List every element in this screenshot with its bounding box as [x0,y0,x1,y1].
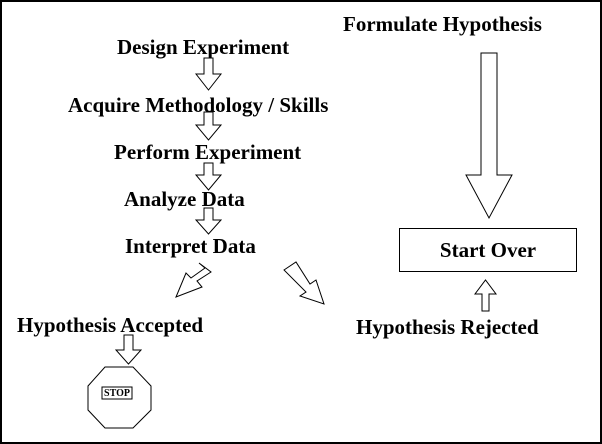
arrow-interpret-to-rejected [283,261,325,305]
arrow-accepted-to-stop [114,334,143,365]
formulate-hypothesis-label: Formulate Hypothesis [343,12,542,36]
arrow-design-to-acquire [194,57,223,91]
start-over-label: Start Over [439,237,537,262]
hypothesis-rejected-label: Hypothesis Rejected [356,315,539,339]
interpret-data-label: Interpret Data [125,234,256,258]
start-over-box: Start Over [399,228,577,272]
arrow-acquire-to-perform [194,111,223,141]
hypothesis-accepted-label: Hypothesis Accepted [17,313,204,337]
analyze-data-label: Analyze Data [124,187,245,211]
perform-experiment-label: Perform Experiment [114,140,302,164]
arrow-rejected-to-start-over [474,279,497,312]
arrow-analyze-to-interpret [194,207,223,235]
stop-label: STOP [104,387,130,399]
arrow-formulate-to-start-over [465,52,513,220]
stop-label-box [101,386,133,400]
arrow-perform-to-analyze [194,162,223,191]
acquire-methodology-label: Acquire Methodology / Skills [68,93,329,117]
arrow-interpret-to-accepted [175,262,212,298]
design-experiment-label: Design Experiment [117,35,290,59]
